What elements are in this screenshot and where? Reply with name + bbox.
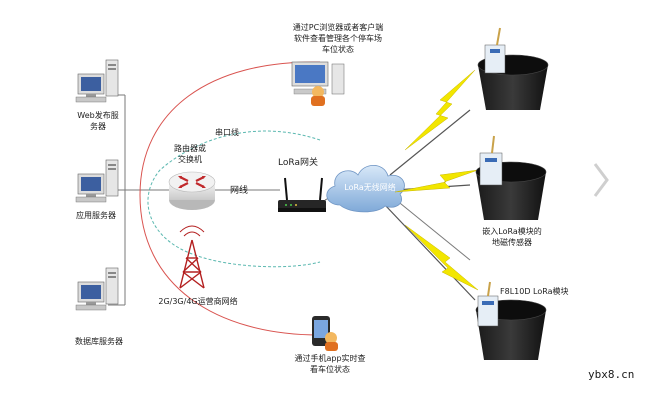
app-server-icon xyxy=(75,159,119,203)
web-server-label: Web发布服 务器 xyxy=(77,111,119,131)
sensor-unit-bottom xyxy=(475,281,547,360)
web-server-icon xyxy=(75,59,119,103)
sensor-unit-top xyxy=(477,27,549,110)
lora-cloud-icon xyxy=(326,164,405,213)
mobile-phone-icon xyxy=(312,316,338,351)
mobile-network-label: 2G/3G/4G运营商网络 xyxy=(158,297,238,306)
db-server-label: 数据库服务器 xyxy=(75,337,123,346)
db-server-icon xyxy=(75,267,119,311)
teal-connection-arc xyxy=(147,130,321,268)
cell-tower-icon xyxy=(179,225,205,289)
sensor-unit-middle xyxy=(475,135,547,220)
mobile-app-label: 通过手机app实时查 看车位状态 xyxy=(294,354,366,374)
red-connection-arc xyxy=(139,61,321,336)
lora-gateway-icon xyxy=(278,177,326,212)
router-icon xyxy=(168,171,216,210)
next-chevron-icon[interactable] xyxy=(592,160,610,200)
net-line-label: 网线 xyxy=(229,186,248,196)
app-server-label: 应用服务器 xyxy=(76,211,116,220)
pc-client-label: 通过PC浏览器或者客户端 软件查看管理各个停车场 车位状态 xyxy=(292,23,384,54)
watermark: ybx8.cn xyxy=(588,368,635,381)
embedded-sensor-label: 嵌入LoRa模块的 地磁传感器 xyxy=(482,227,542,247)
router-label: 路由器或 交换机 xyxy=(174,144,206,164)
serial-line-label: 串口线 xyxy=(215,128,239,137)
lora-gateway-label: LoRa网关 xyxy=(278,158,318,168)
lora-module-label: F8L10D LoRa模块 xyxy=(500,287,569,296)
lora-wireless-label: LoRa无线网络 xyxy=(344,183,396,192)
pc-client-icon xyxy=(291,61,345,106)
lightning-bolts xyxy=(394,69,479,291)
